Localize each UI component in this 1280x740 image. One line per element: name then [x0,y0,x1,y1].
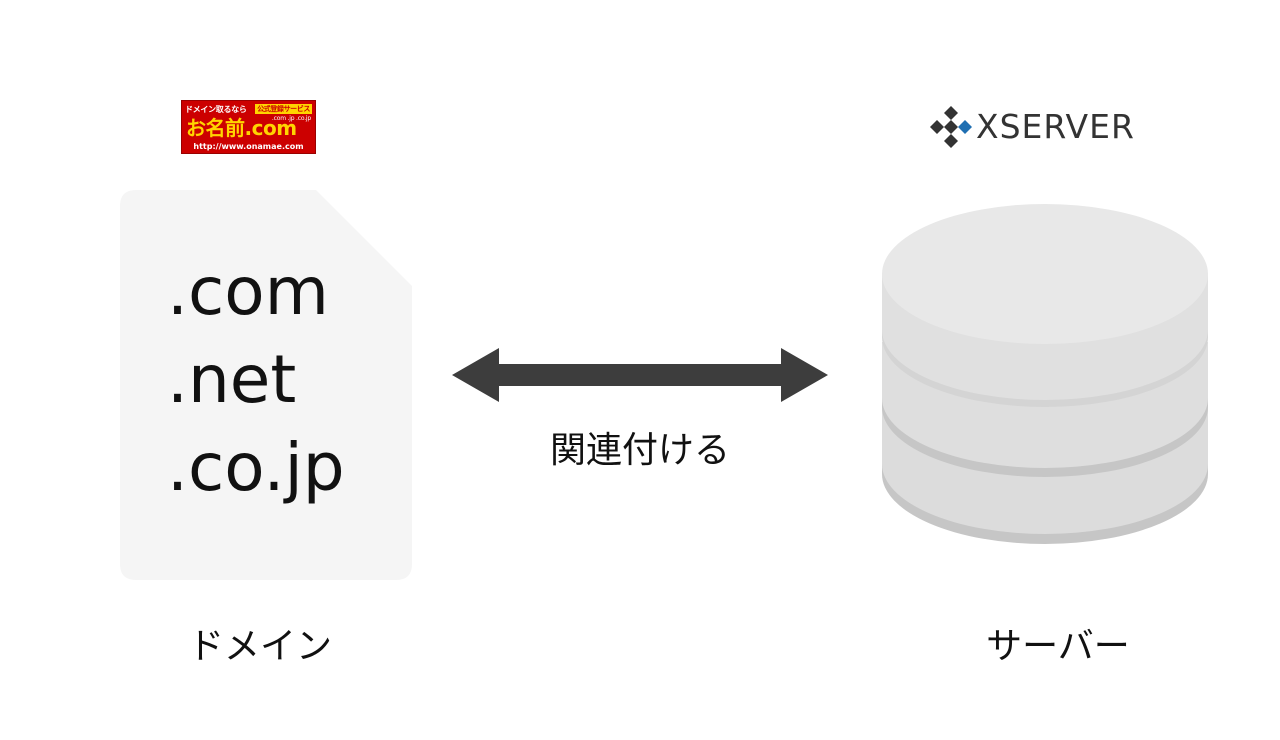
domain-caption: ドメイン [187,626,332,667]
tld-item: .co.jp [167,429,345,506]
xserver-mark-icon [930,106,972,148]
bidirectional-arrow-icon [452,348,828,402]
domain-document-icon [120,190,412,580]
server-caption: サーバー [986,626,1130,667]
onamae-brand: お名前.com [186,116,297,140]
onamae-tlds: .com .jp .co.jp [271,115,311,122]
onamae-tagline: ドメイン取るなら [185,105,247,114]
xserver-wordmark: XSERVER [976,107,1135,146]
onamae-badge: 公式登録サービス [255,104,312,114]
tld-item: .net [167,341,297,418]
tld-list: .com .net .co.jp [167,248,345,512]
server-database-icon [882,204,1208,544]
onamae-logo: ドメイン取るなら 公式登録サービス お名前.com .com .jp .co.j… [181,100,316,154]
xserver-logo: XSERVER [930,106,1150,148]
connector-label: 関連付ける [549,430,730,471]
tld-item: .com [167,253,329,330]
onamae-url: http://www.onamae.com [193,142,304,151]
